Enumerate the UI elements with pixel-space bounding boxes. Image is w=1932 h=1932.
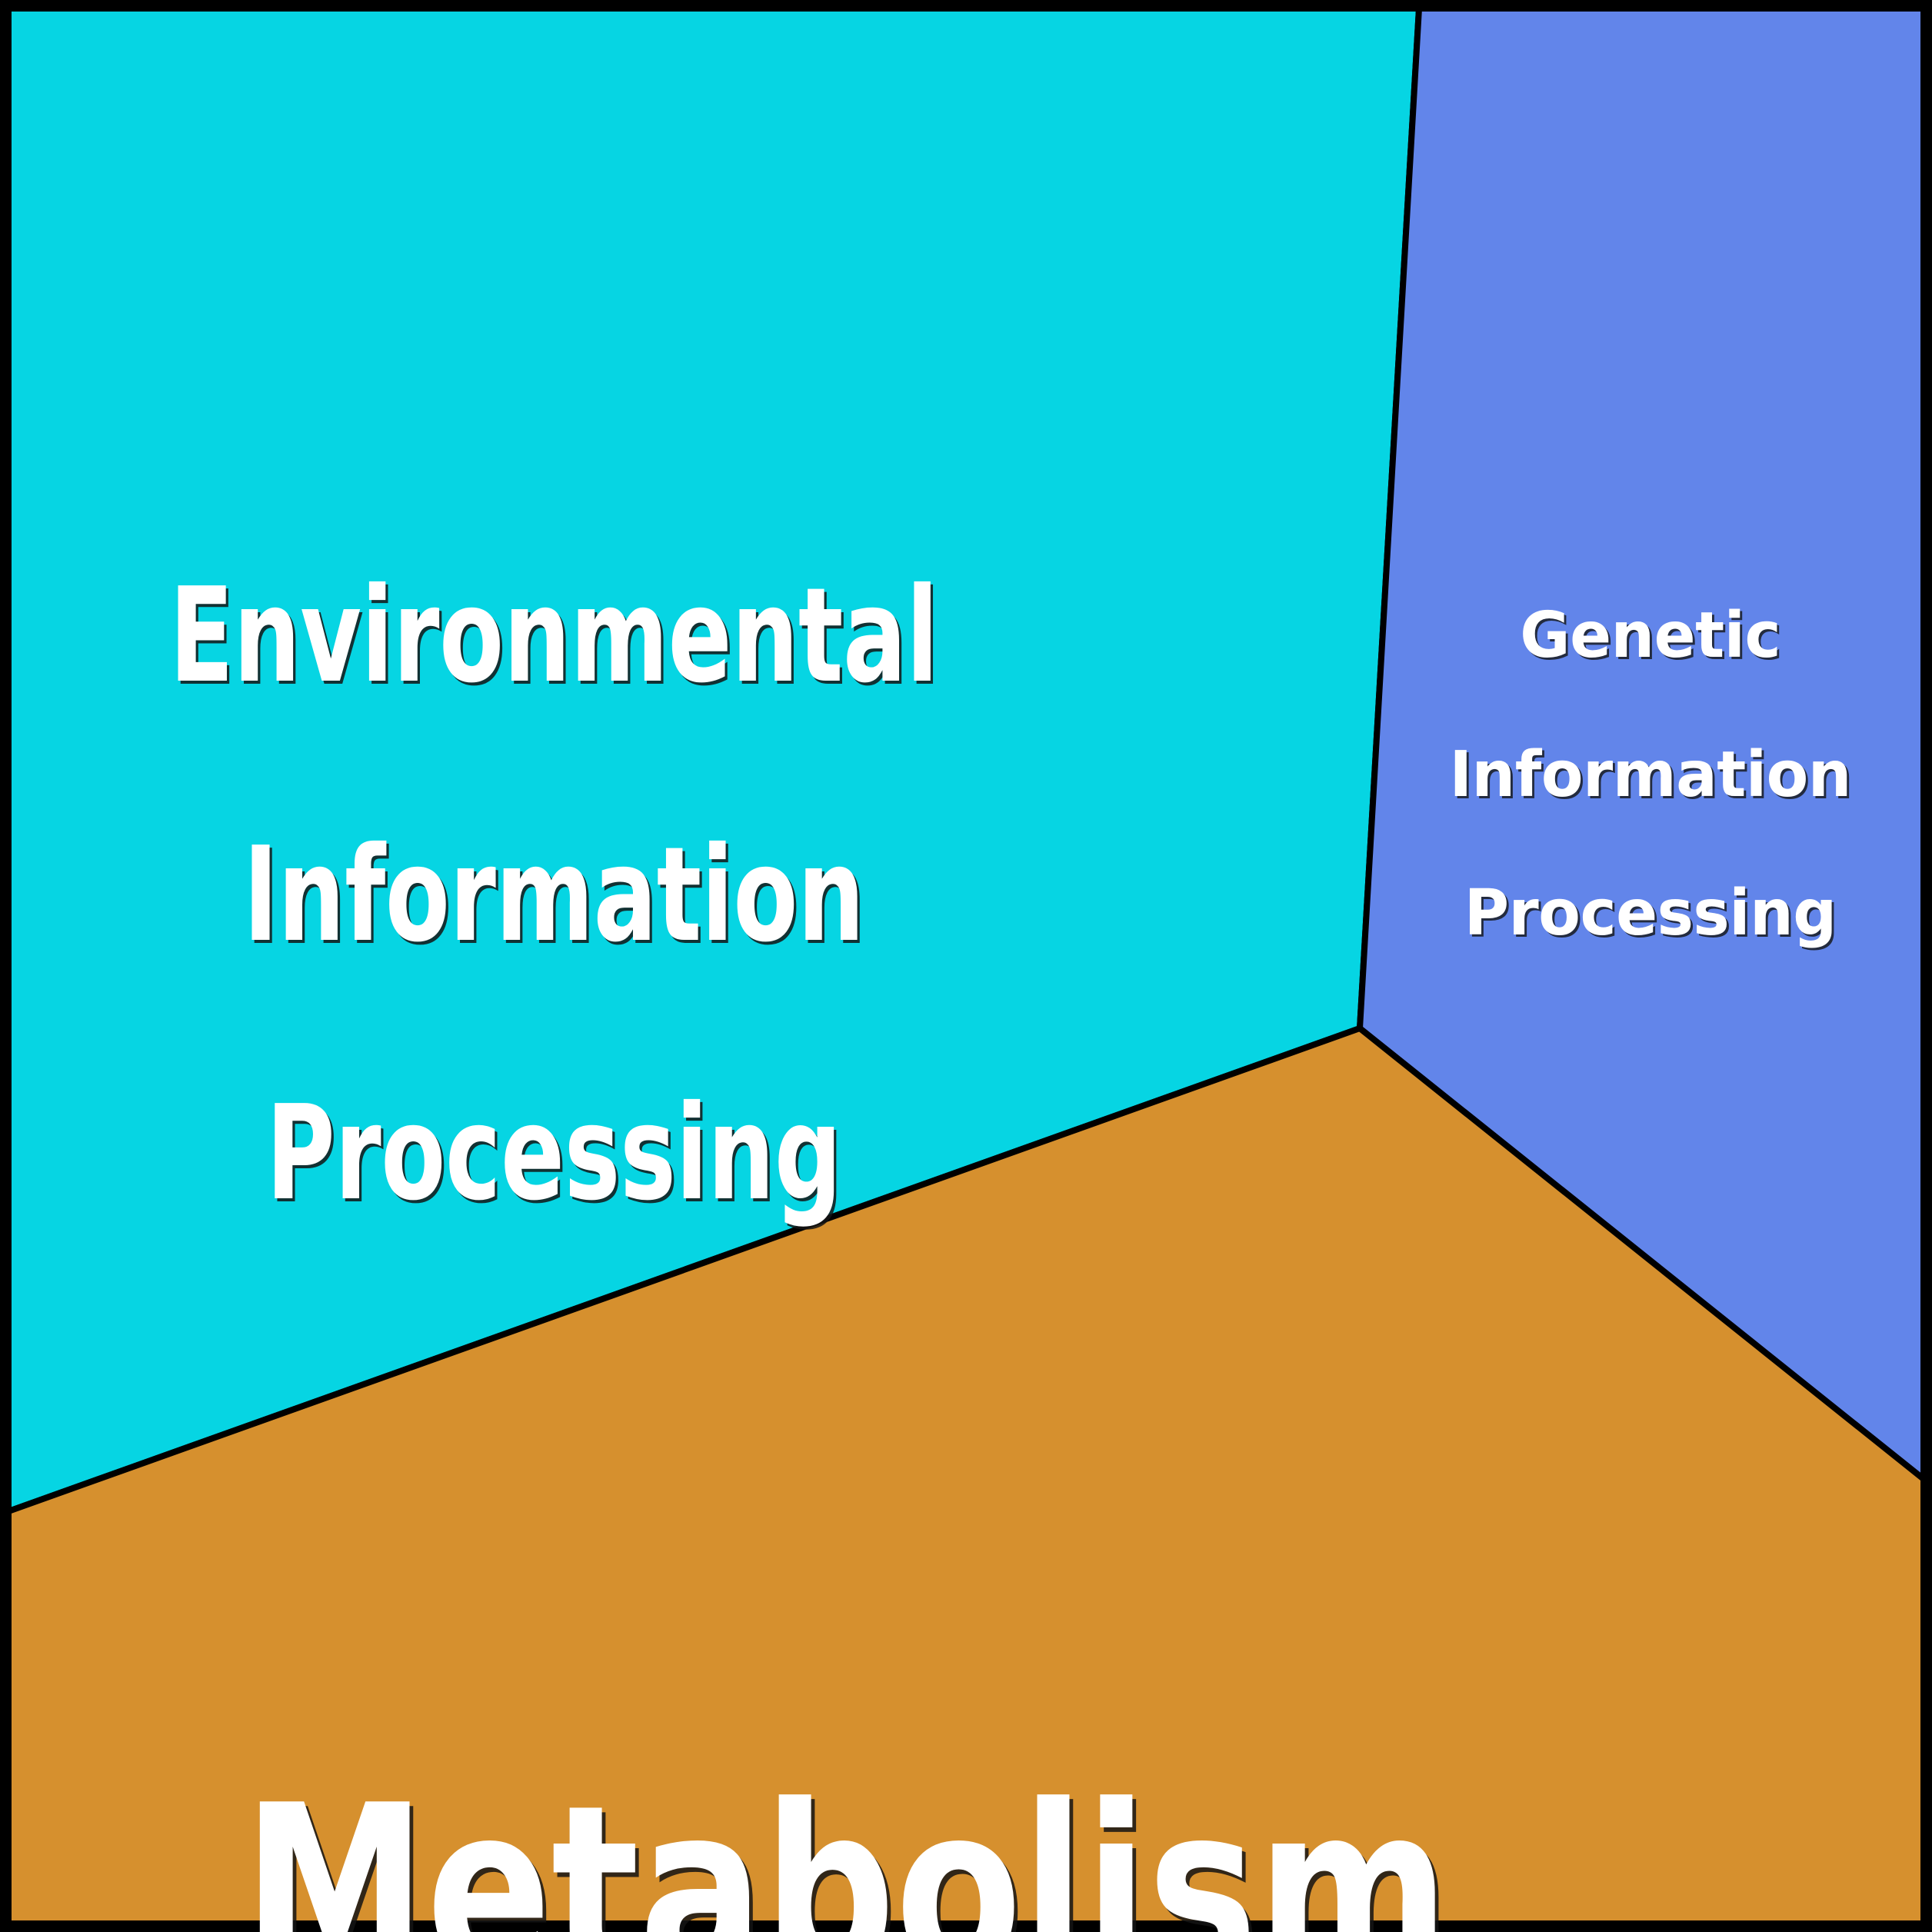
voronoi-figure: Environmental Information Processing Gen…	[0, 0, 1932, 1932]
figure-outer-border	[0, 0, 1932, 1932]
voronoi-diagram	[0, 0, 1932, 1932]
